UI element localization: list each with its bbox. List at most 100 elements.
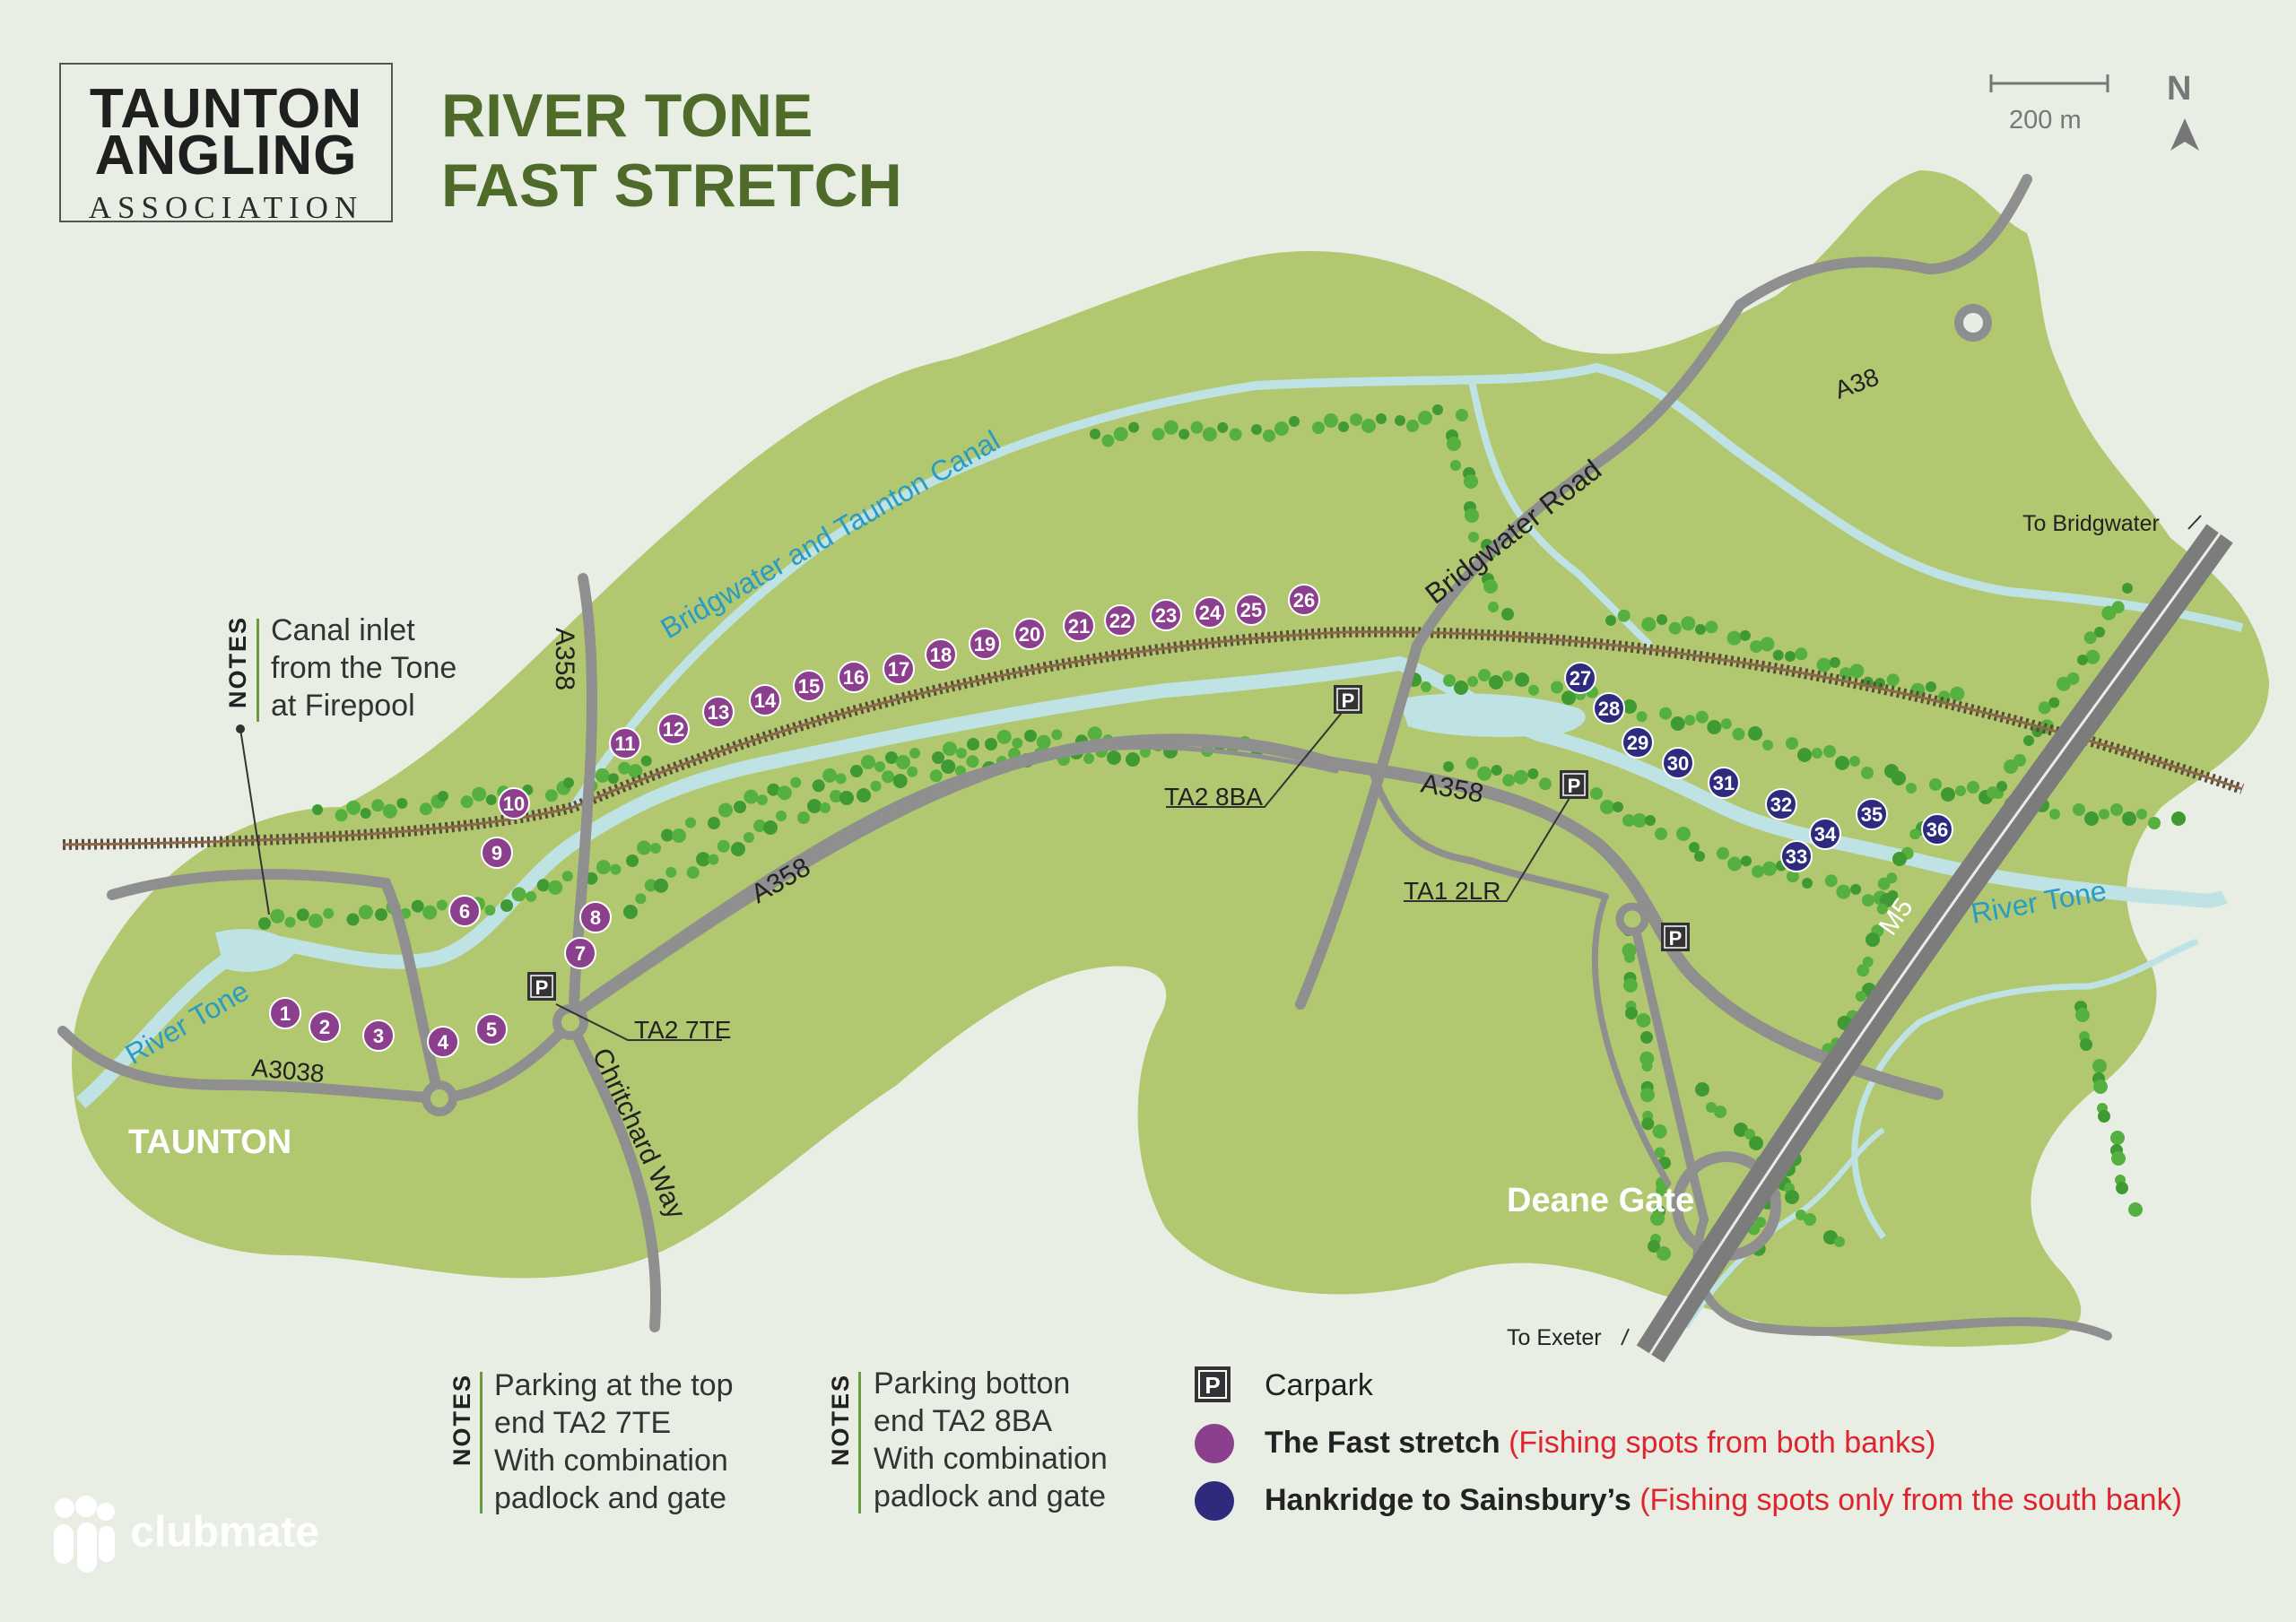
tree-icon	[857, 788, 871, 802]
fast-stretch-spot[interactable]: 1	[269, 997, 301, 1029]
tree-icon	[1655, 828, 1667, 840]
tree-icon	[882, 770, 895, 784]
fast-stretch-spot[interactable]: 18	[925, 638, 957, 671]
tree-icon	[861, 755, 875, 769]
tree-icon	[623, 905, 638, 919]
tree-icon	[1796, 1210, 1806, 1220]
to-bridgwater-label: To Bridgwater	[2022, 511, 2160, 536]
fast-stretch-spot[interactable]: 24	[1194, 596, 1226, 629]
tree-icon	[2049, 809, 2060, 820]
fast-stretch-spot[interactable]: 16	[838, 661, 870, 693]
leader-ta2-8ba	[1166, 707, 1346, 808]
river-lake	[1399, 693, 1586, 737]
tree-icon	[1823, 745, 1836, 758]
clubmate-logo-icon	[54, 1496, 115, 1573]
svg-text:P: P	[1205, 1372, 1220, 1399]
fast-stretch-spot[interactable]: 17	[883, 653, 915, 685]
road-a3038	[57, 1017, 576, 1105]
tree-icon	[812, 779, 825, 793]
tree-icon	[1538, 777, 1552, 791]
hankridge-spot[interactable]: 27	[1564, 662, 1596, 694]
river-lake-west	[215, 929, 296, 972]
tree-icon	[1152, 428, 1165, 441]
tree-icon	[1795, 647, 1808, 661]
tree-icon	[1996, 781, 2007, 792]
tree-icon	[1101, 434, 1115, 447]
tree-icon	[1681, 616, 1696, 631]
fast-stretch-spot[interactable]: 25	[1235, 594, 1267, 626]
hankridge-spot[interactable]: 34	[1809, 818, 1841, 850]
hankridge-spot[interactable]: 35	[1856, 798, 1888, 830]
fast-stretch-spot[interactable]: 2	[309, 1010, 341, 1043]
fast-stretch-spot[interactable]: 15	[793, 670, 825, 702]
tree-icon	[1785, 1190, 1799, 1204]
title-line-1: RIVER TONE	[441, 82, 813, 150]
hankridge-spot[interactable]: 36	[1921, 813, 1953, 846]
tree-icon	[1622, 699, 1637, 714]
fast-stretch-spot-label: 7	[575, 942, 586, 965]
hankridge-spot[interactable]: 28	[1593, 692, 1625, 724]
fast-stretch-spot-label: 14	[754, 690, 777, 712]
fast-stretch-spot[interactable]: 3	[362, 1019, 395, 1052]
fast-stretch-spot[interactable]: 22	[1104, 604, 1136, 637]
hankridge-spot[interactable]: 33	[1780, 840, 1813, 872]
tree-icon	[1676, 827, 1691, 841]
fast-stretch-spot[interactable]: 26	[1288, 584, 1320, 616]
fast-stretch-spot[interactable]: 5	[475, 1013, 508, 1045]
fast-stretch-spot[interactable]: 14	[749, 684, 781, 716]
roundabout-a3038	[422, 1080, 457, 1116]
tree-icon	[696, 852, 710, 867]
hankridge-spot[interactable]: 32	[1765, 788, 1797, 820]
tree-icon	[2075, 1008, 2090, 1022]
tree-icon	[1639, 1088, 1655, 1103]
tree-icon	[763, 820, 778, 835]
tree-icon	[909, 748, 920, 759]
tree-icon	[2085, 649, 2100, 664]
fast-stretch-spot[interactable]: 7	[564, 937, 596, 969]
tree-icon	[1502, 774, 1516, 787]
tree-icon	[892, 774, 908, 788]
tree-icon	[1202, 427, 1217, 442]
tree-icon	[1707, 720, 1722, 734]
postcode-ta1-2lr: TA1 2LR	[1404, 877, 1500, 905]
hankridge-spot[interactable]: 31	[1708, 767, 1740, 799]
tree-icon	[1640, 1031, 1653, 1044]
tree-icon	[830, 790, 842, 802]
tree-icon	[1432, 404, 1443, 415]
tree-icon	[1909, 828, 1921, 840]
fast-stretch-spot[interactable]: 23	[1150, 599, 1182, 631]
fast-stretch-spot-label: 1	[280, 1002, 291, 1025]
tree-icon	[2171, 811, 2186, 826]
hankridge-spot[interactable]: 30	[1662, 747, 1694, 779]
hankridge-spot[interactable]: 29	[1622, 726, 1654, 759]
fast-stretch-spot[interactable]: 19	[969, 628, 1001, 660]
fast-stretch-spot[interactable]: 13	[702, 696, 735, 728]
tree-icon	[1836, 884, 1851, 899]
tree-icon	[744, 832, 754, 843]
fast-stretch-spot[interactable]: 21	[1063, 610, 1095, 642]
tree-icon	[548, 880, 563, 895]
tree-icon	[1551, 681, 1563, 694]
fast-stretch-spot[interactable]: 8	[579, 901, 612, 933]
fast-stretch-spot[interactable]: 6	[448, 895, 481, 927]
tree-icon	[1613, 802, 1623, 812]
tree-icon	[797, 811, 810, 824]
fast-stretch-spot[interactable]: 12	[657, 713, 690, 745]
fast-stretch-spot[interactable]: 4	[427, 1026, 459, 1058]
tree-icon	[896, 755, 910, 769]
tree-icon	[1395, 415, 1405, 426]
tree-icon	[1605, 615, 1616, 626]
tree-icon	[1478, 669, 1491, 681]
tree-icon	[1892, 852, 1907, 866]
tree-icon	[1734, 1123, 1748, 1137]
tree-icon	[1744, 1129, 1755, 1140]
tree-icon	[1128, 421, 1140, 433]
fast-stretch-spot[interactable]: 11	[609, 727, 641, 759]
tree-icon	[753, 820, 766, 832]
fast-stretch-spot[interactable]: 10	[498, 787, 530, 820]
fast-stretch-spot[interactable]: 9	[481, 837, 513, 869]
tree-icon	[1468, 532, 1479, 542]
fast-stretch-spot[interactable]: 20	[1013, 618, 1046, 650]
logo-line-1: TAUNTON	[89, 78, 363, 140]
tree-icon	[1785, 651, 1796, 662]
